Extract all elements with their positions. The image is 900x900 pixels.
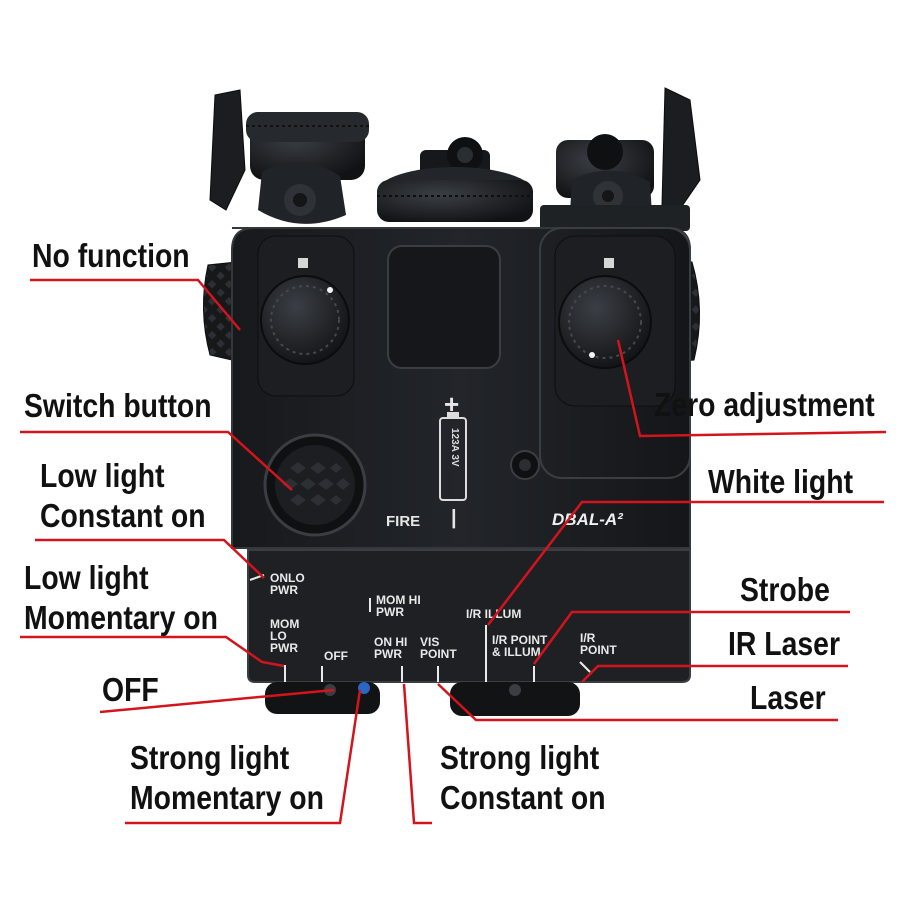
callout-low-light-constant-on-line: Constant on bbox=[40, 497, 206, 534]
mark-mom-hi-pwr-line: PWR bbox=[376, 605, 404, 619]
leader-strong-mom bbox=[125, 689, 362, 825]
battery-minus-label: | bbox=[451, 507, 457, 529]
leader-laser bbox=[437, 683, 838, 722]
leader-no-function bbox=[30, 278, 241, 331]
leader-switch-button bbox=[20, 430, 293, 491]
callout-ir-laser-line: IR Laser bbox=[728, 625, 841, 662]
callout-low-light-momentary-on-line: Momentary on bbox=[24, 599, 218, 636]
leader-strobe bbox=[532, 610, 850, 665]
mark-ir-illum: I/R ILLUM bbox=[466, 608, 521, 620]
callout-switch-button: Switch button bbox=[24, 386, 212, 426]
right-mount-knob bbox=[540, 87, 701, 231]
callout-off-line: OFF bbox=[102, 671, 159, 708]
fire-label: FIRE bbox=[386, 513, 421, 530]
leader-zero-adjust bbox=[616, 339, 887, 438]
leader-ir-laser bbox=[581, 664, 848, 683]
mark-vis-point-line: VIS bbox=[420, 635, 440, 649]
switch-button-graphic bbox=[263, 433, 367, 537]
mark-ir-point-illum-line: I/R POINT bbox=[492, 633, 548, 647]
emitter-left bbox=[265, 682, 380, 714]
callout-zero-adjustment: Zero adjustment bbox=[654, 385, 875, 425]
callout-strong-light-constant-on-line: Constant on bbox=[440, 779, 606, 816]
callout-low-light-constant-on-line: Low light bbox=[40, 457, 165, 494]
left-grip-pad bbox=[203, 261, 237, 361]
mark-ir-point-line: POINT bbox=[580, 643, 617, 657]
callout-strong-light-constant-on-line: Strong light bbox=[440, 739, 600, 776]
model-label: DBAL-A² bbox=[552, 510, 623, 529]
battery-icon bbox=[439, 412, 467, 501]
mark-off-line: OFF bbox=[324, 649, 348, 663]
callout-white-light-line: White light bbox=[708, 463, 854, 500]
right-adjuster-dial bbox=[558, 258, 652, 369]
callout-switch-button-line: Switch button bbox=[24, 387, 212, 424]
callout-strong-light-momentary-on-line: Momentary on bbox=[130, 779, 324, 816]
mark-mom-lo-pwr-line: PWR bbox=[270, 641, 298, 655]
mark-off: OFF bbox=[324, 650, 348, 662]
callout-white-light: White light bbox=[708, 462, 853, 502]
callout-laser-line: Laser bbox=[750, 679, 826, 716]
mark-on-hi-pwr-line: ON HI bbox=[374, 635, 408, 649]
leader-white-light bbox=[487, 500, 884, 626]
mark-onlo-pwr-line: PWR bbox=[270, 583, 298, 597]
mark-vis-point-line: POINT bbox=[420, 647, 457, 661]
body-screw bbox=[510, 450, 540, 480]
selector-plate bbox=[247, 549, 691, 683]
leader-group bbox=[20, 278, 887, 825]
callout-off: OFF bbox=[102, 670, 159, 710]
leader-low-mom bbox=[20, 635, 285, 668]
left-mount-knob bbox=[209, 89, 369, 224]
callout-zero-adjustment-line: Zero adjustment bbox=[654, 386, 875, 423]
mark-ir-point-illum-line: & ILLUM bbox=[492, 645, 541, 659]
mark-ir-point-illum: I/R POINT& ILLUM bbox=[492, 634, 547, 658]
top-center-knob bbox=[377, 137, 533, 222]
battery-plus-label: + bbox=[444, 389, 460, 419]
mark-mom-lo-pwr-line: MOM bbox=[270, 617, 300, 631]
callout-strobe-line: Strobe bbox=[740, 571, 830, 608]
selector-ticks bbox=[249, 574, 591, 682]
mark-on-hi-pwr-line: PWR bbox=[374, 647, 402, 661]
leader-strong-const bbox=[402, 683, 432, 825]
callout-strobe: Strobe bbox=[740, 570, 830, 610]
emitter-right bbox=[450, 682, 580, 716]
left-adjuster-dial bbox=[260, 258, 350, 365]
mark-ir-point-line: I/R bbox=[580, 631, 596, 645]
mark-ir-illum-line: I/R ILLUM bbox=[466, 607, 522, 621]
callout-ir-laser: IR Laser bbox=[728, 624, 840, 664]
callout-low-light-momentary-on-line: Low light bbox=[24, 559, 149, 596]
callout-strong-light-momentary-on-line: Strong light bbox=[130, 739, 290, 776]
callout-laser: Laser bbox=[750, 678, 826, 718]
battery-cap bbox=[387, 245, 501, 369]
mark-onlo-pwr-line: ONLO bbox=[270, 571, 305, 585]
callout-no-function-line: No function bbox=[32, 237, 190, 274]
callout-no-function: No function bbox=[32, 236, 190, 276]
mark-mom-hi-pwr-line: MOM HI bbox=[376, 593, 421, 607]
leader-low-const bbox=[35, 538, 265, 579]
mark-mom-lo-pwr-line: LO bbox=[270, 629, 287, 643]
leader-off bbox=[99, 688, 335, 714]
